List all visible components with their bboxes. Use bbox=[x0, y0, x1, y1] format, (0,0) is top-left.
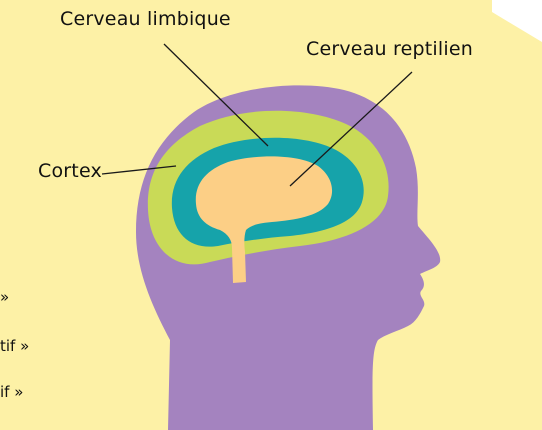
side-text-line-2: tif » bbox=[0, 337, 29, 355]
side-text-line-1: » bbox=[0, 288, 9, 306]
side-text-line-3: if » bbox=[0, 383, 23, 401]
label-limbic-brain: Cerveau limbique bbox=[60, 8, 231, 30]
label-reptilian-brain: Cerveau reptilien bbox=[306, 38, 473, 60]
label-cortex: Cortex bbox=[38, 160, 102, 182]
